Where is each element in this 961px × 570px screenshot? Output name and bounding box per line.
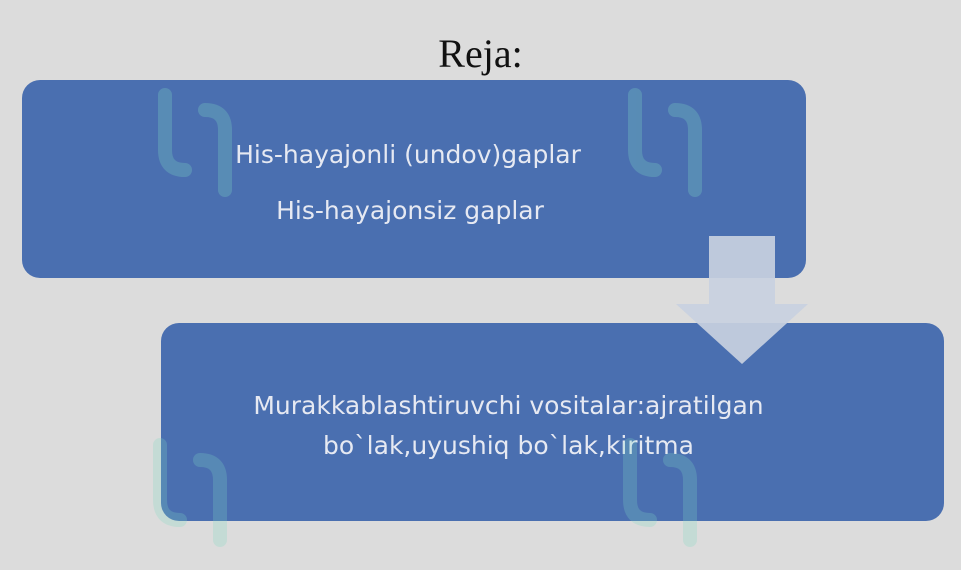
slide-title: Reja: [438, 31, 523, 76]
down-arrow-icon [676, 236, 808, 364]
flow-box-1-line-2: His-hayajonsiz gaplar [276, 196, 544, 225]
flow-box-2-line-1: Murakkablashtiruvchi vositalar:ajratilga… [253, 391, 764, 420]
flow-box-1: His-hayajonli (undov)gaplar His-hayajons… [22, 80, 806, 278]
flow-box-2: Murakkablashtiruvchi vositalar:ajratilga… [161, 323, 944, 521]
flow-box-2-line-2: bo`lak,uyushiq bo`lak,kiritma [323, 431, 694, 460]
flow-box-1-line-1: His-hayajonli (undov)gaplar [235, 140, 581, 169]
